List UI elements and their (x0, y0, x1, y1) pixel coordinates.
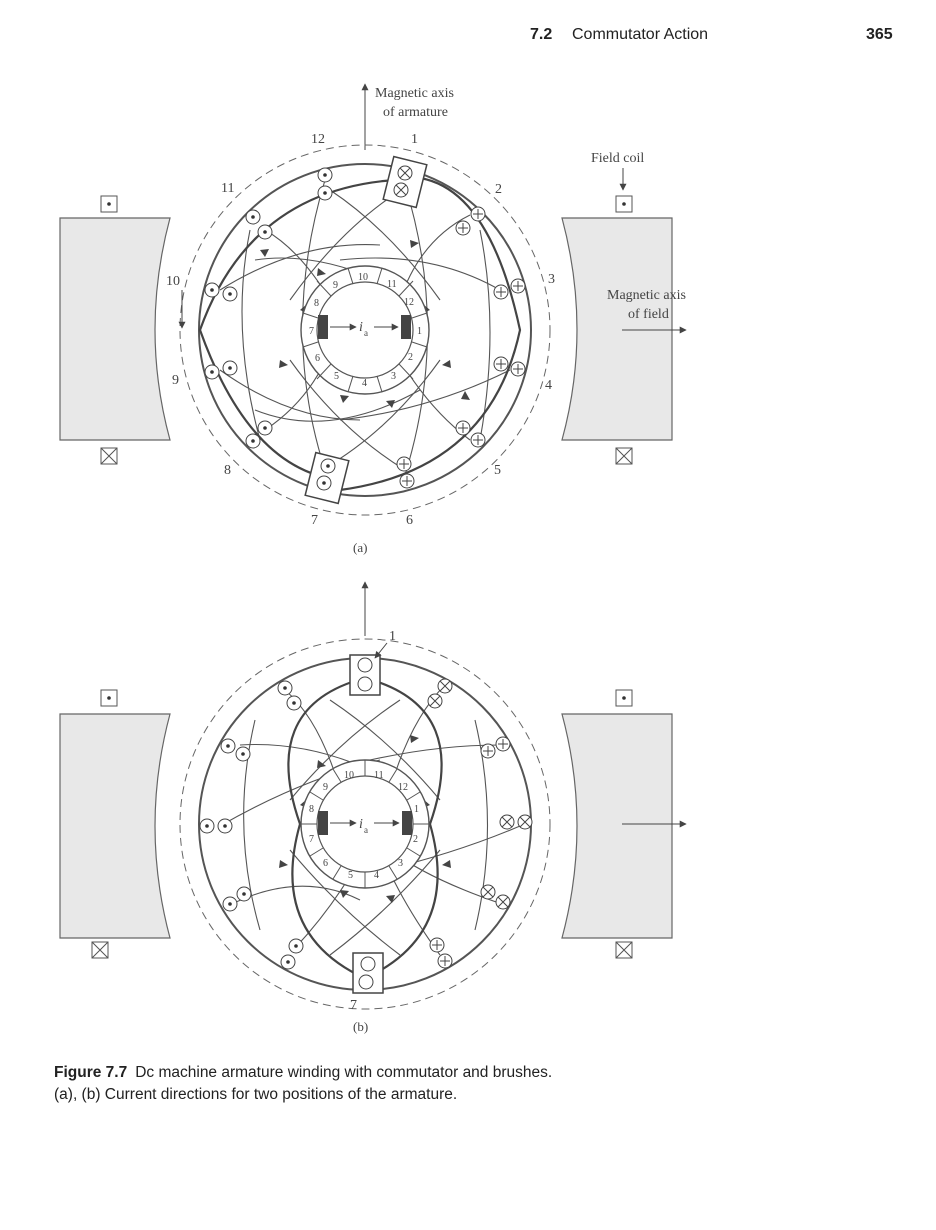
field-coil-dot-right (615, 689, 633, 707)
segment-number: 3 (398, 858, 403, 869)
caption-line-1: Figure 7.7 Dc machine armature winding wi… (54, 1062, 814, 1084)
field-coil-dot-left (100, 689, 118, 707)
slot-number: 4 (545, 378, 552, 393)
section-number: 7.2 (530, 26, 553, 43)
field-axis-label-1: Magnetic axis (607, 288, 686, 303)
figure-b: 1 2 3 4 5 6 7 8 9 10 11 12 i a 1 7 (b) (59, 581, 687, 1034)
slot-number: 6 (406, 513, 413, 528)
slot-number: 11 (221, 181, 234, 196)
field-coil-dot-left (100, 195, 118, 213)
armature-current-label: i (359, 320, 363, 335)
figure-caption: Figure 7.7 Dc machine armature winding wi… (54, 1062, 814, 1106)
field-coil-label: Field coil (591, 151, 644, 166)
segment-number: 5 (334, 371, 339, 382)
figure-label: Figure 7.7 (54, 1064, 128, 1081)
slot-number: 3 (548, 272, 555, 287)
short-circuited-coil-2 (371, 678, 443, 976)
segment-number: 6 (315, 353, 320, 364)
short-circuited-coil-1 (198, 178, 396, 482)
figure-a: Field coil Magnetic axis of field Magnet… (59, 83, 687, 555)
commutator-inner (316, 281, 414, 379)
segment-number: 12 (398, 782, 408, 793)
slot-7-brush (352, 952, 384, 994)
armature-current-subscript: a (364, 825, 368, 835)
segment-number: 10 (358, 272, 368, 283)
conductors-current-out (199, 680, 304, 970)
commutator-segment-dividers (301, 760, 429, 888)
slot-1-brush (382, 155, 428, 209)
slot-number: 10 (166, 274, 180, 289)
armature-axis-label-2: of armature (383, 105, 448, 120)
armature-winding (219, 179, 511, 476)
field-coil-cross-right (615, 447, 633, 465)
short-circuited-coil-1 (287, 678, 359, 976)
segment-number: 2 (413, 834, 418, 845)
field-axis-label-2: of field (628, 307, 669, 322)
commutator-segment-dividers (302, 267, 428, 393)
segment-number: 9 (323, 782, 328, 793)
slot-number: 5 (494, 463, 501, 478)
field-coil-cross-left (100, 447, 118, 465)
segment-number: 9 (333, 280, 338, 291)
slot-number: 7 (350, 998, 357, 1013)
segment-number: 4 (362, 378, 367, 389)
caption-text-1: Dc machine armature winding with commuta… (135, 1064, 553, 1081)
page-number: 365 (866, 26, 893, 43)
segment-number: 2 (408, 352, 413, 363)
conductors-current-in (427, 678, 533, 969)
brush-left (318, 315, 328, 339)
armature-current-label: i (359, 817, 363, 832)
segment-number: 1 (417, 326, 422, 337)
right-pole-piece (561, 217, 673, 441)
field-coil-cross-left (91, 941, 109, 959)
segment-number: 12 (404, 297, 414, 308)
armature-axis-label-1: Magnetic axis (375, 86, 454, 101)
slot-1-brush (349, 654, 381, 696)
slot-number: 12 (311, 132, 325, 147)
segment-number: 8 (314, 298, 319, 309)
armature-dashed-boundary (179, 638, 551, 1010)
figure-a-label: (a) (353, 540, 367, 555)
left-pole-piece (59, 713, 171, 939)
segment-number: 3 (391, 371, 396, 382)
slot-number: 9 (172, 373, 179, 388)
brush-left (318, 811, 328, 835)
segment-number: 8 (309, 804, 314, 815)
armature-current-subscript: a (364, 328, 368, 338)
section-title: Commutator Action (572, 26, 709, 43)
slot-7-brush (304, 451, 350, 505)
slot-number: 8 (224, 463, 231, 478)
field-coil-cross-right (615, 941, 633, 959)
running-header: 7.2 Commutator Action 365 (0, 24, 936, 48)
short-circuited-coil-2 (339, 176, 522, 492)
right-pole-piece (561, 713, 673, 939)
segment-number: 1 (414, 804, 419, 815)
slot-number: 1 (389, 629, 396, 644)
segment-number: 7 (309, 834, 314, 845)
segment-number: 10 (344, 770, 354, 781)
slot-number: 1 (411, 132, 418, 147)
caption-text-2: (a), (b) Current directions for two posi… (54, 1086, 458, 1103)
brush-right (401, 315, 411, 339)
left-pole-piece (59, 217, 171, 441)
armature-dashed-boundary (179, 144, 551, 516)
segment-number: 11 (387, 279, 397, 290)
segment-number: 11 (374, 770, 384, 781)
segment-number: 6 (323, 858, 328, 869)
slot-number: 7 (311, 513, 318, 528)
segment-number: 5 (348, 870, 353, 881)
segment-number: 7 (309, 326, 314, 337)
figure-7-7: Field coil Magnetic axis of field Magnet… (59, 83, 687, 1034)
brush-right (402, 811, 412, 835)
segment-number: 4 (374, 870, 379, 881)
figure-b-label: (b) (353, 1019, 368, 1034)
field-coil-dot-right (615, 195, 633, 213)
slot-number: 2 (495, 182, 502, 197)
